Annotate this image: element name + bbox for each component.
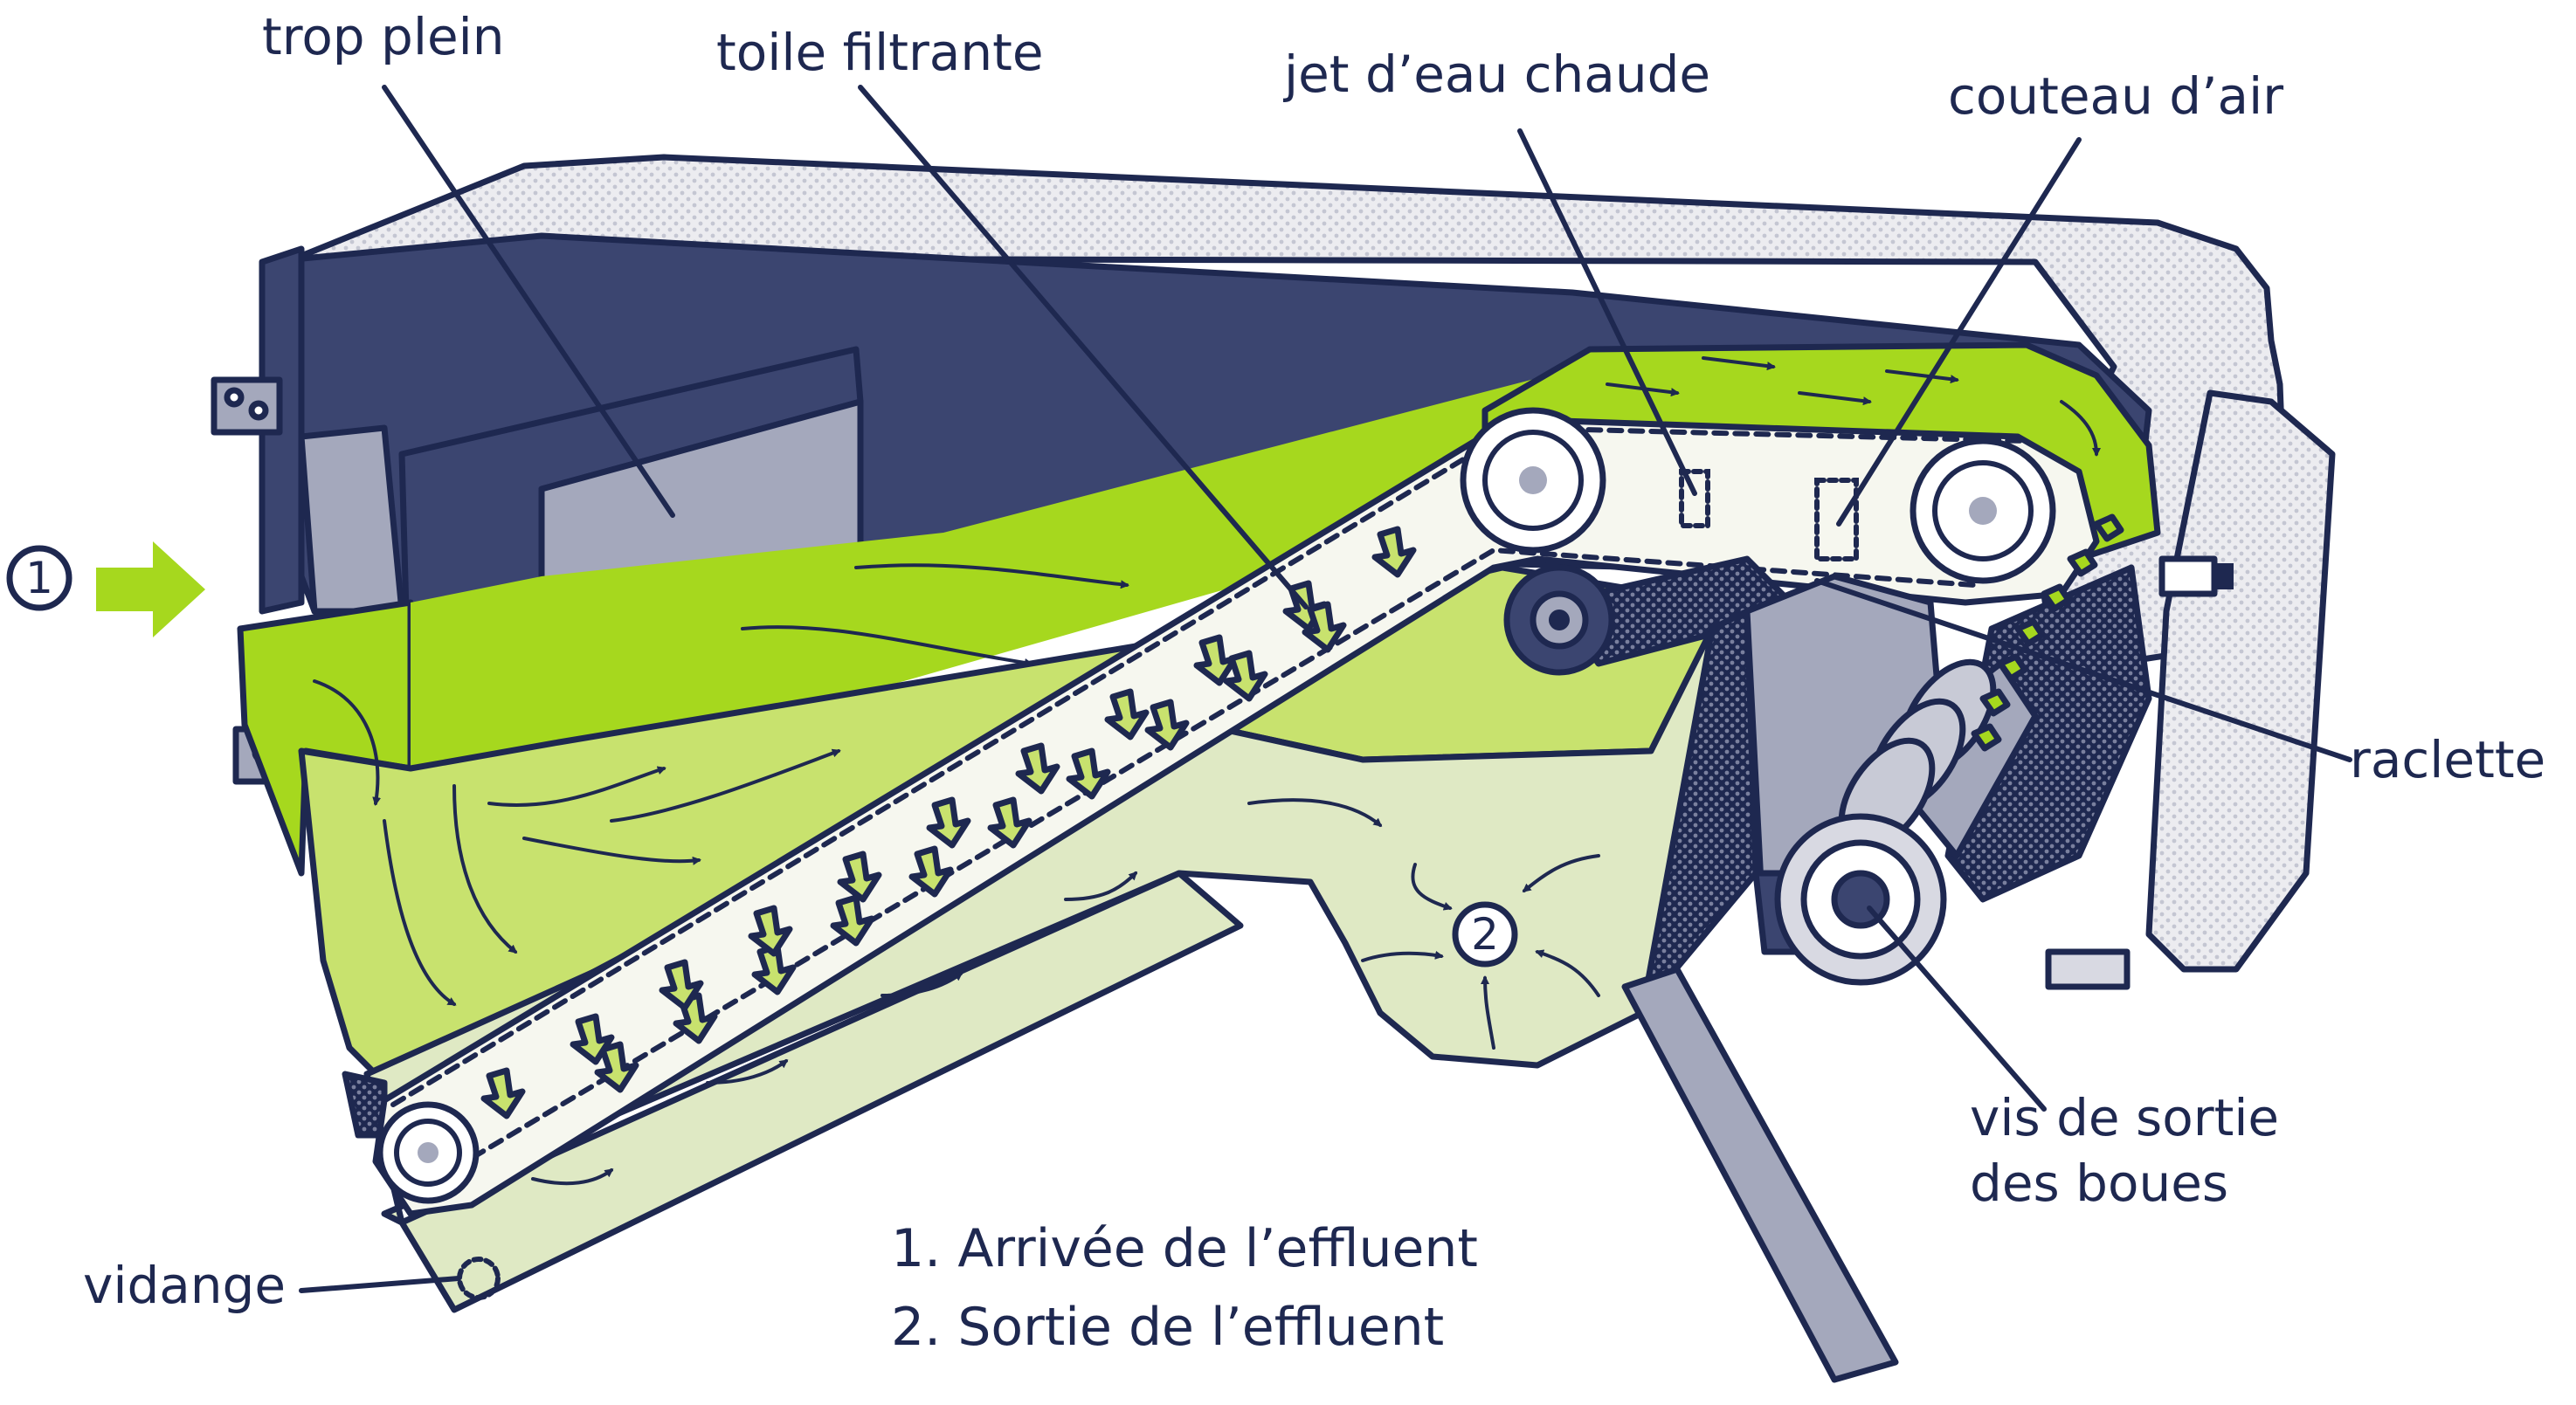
leader-couteau-air — [1836, 137, 2082, 527]
label-toile-filtrante: toile filtrante — [716, 23, 1044, 82]
hot-water-jet-nozzle — [1679, 469, 1710, 528]
guard-bracket — [2045, 948, 2131, 990]
leader-raclette — [1814, 578, 2352, 762]
side-guard-plate — [2145, 389, 2336, 973]
air-knife-nozzle — [1814, 478, 1859, 561]
filtration-arrow — [1223, 650, 1268, 702]
leader-toile-filtrante — [858, 85, 1309, 610]
filtration-arrow — [1104, 688, 1150, 740]
left-bracket-upper — [211, 376, 283, 436]
filtration-arrow — [594, 1041, 639, 1093]
inlet-marker: 1 — [6, 545, 73, 611]
leader-jet-eau — [1517, 128, 1697, 496]
svg-text:2: 2 — [1471, 909, 1499, 960]
filtration-arrow — [926, 796, 971, 849]
label-vidange: vidange — [83, 1256, 286, 1315]
upper-left-drum — [1460, 407, 1606, 554]
guard-bolt — [2158, 555, 2218, 597]
sludge-hopper-wall — [1639, 608, 1759, 1016]
legend-item-2: 2. Sortie de l’effluent — [891, 1297, 1444, 1358]
filtration-arrows — [480, 526, 1417, 1119]
flow-arrows-lower — [531, 798, 1600, 1186]
label-couteau-air: couteau d’air — [1948, 66, 2283, 126]
legend-item-1: 1. Arrivée de l’effluent — [891, 1218, 1478, 1279]
filtration-arrow — [1302, 601, 1347, 653]
inlet-arrow — [96, 541, 205, 637]
guard-bolt-head — [2214, 563, 2234, 589]
outlet-marker: 2 — [1452, 901, 1518, 968]
filtration-arrow — [1066, 747, 1111, 800]
filtration-arrow — [480, 1067, 526, 1119]
label-jet-eau: jet d’eau chaude — [1282, 45, 1710, 104]
bracket-hole — [248, 400, 269, 421]
label-vis-line1: vis de sortie — [1970, 1088, 2279, 1147]
filtration-arrow — [1193, 634, 1239, 686]
leader-vidange — [299, 1276, 461, 1293]
filtration-arrow — [830, 894, 875, 947]
flow-arrows-tank — [313, 563, 1129, 1006]
lower-roller — [376, 1101, 480, 1204]
support-leg — [1621, 966, 1899, 1383]
filtration-arrow — [908, 845, 954, 898]
filtration-arrow — [987, 796, 1032, 849]
label-raclette: raclette — [2350, 730, 2545, 789]
leader-vis — [1867, 906, 2047, 1112]
left-side-flange — [298, 424, 405, 615]
sludge-hopper-right — [1944, 564, 2152, 903]
svg-text:1: 1 — [25, 553, 53, 603]
tension-roller — [1503, 555, 1803, 676]
filtration-arrow — [1015, 742, 1060, 795]
upper-right-drum — [1910, 437, 2056, 584]
filtration-arrow — [748, 905, 793, 957]
filtration-arrow — [1371, 526, 1417, 578]
filtration-arrow — [570, 1013, 615, 1065]
filtration-arrow — [837, 851, 882, 903]
label-trop-plein: trop plein — [262, 7, 505, 66]
label-vis-line2: des boues — [1970, 1154, 2228, 1213]
bracket-hole — [224, 387, 245, 408]
leader-trop-plein — [382, 85, 675, 518]
filtration-arrow — [659, 959, 704, 1011]
sludge-flakes — [1971, 513, 2124, 752]
filtration-arrow — [1144, 699, 1190, 751]
